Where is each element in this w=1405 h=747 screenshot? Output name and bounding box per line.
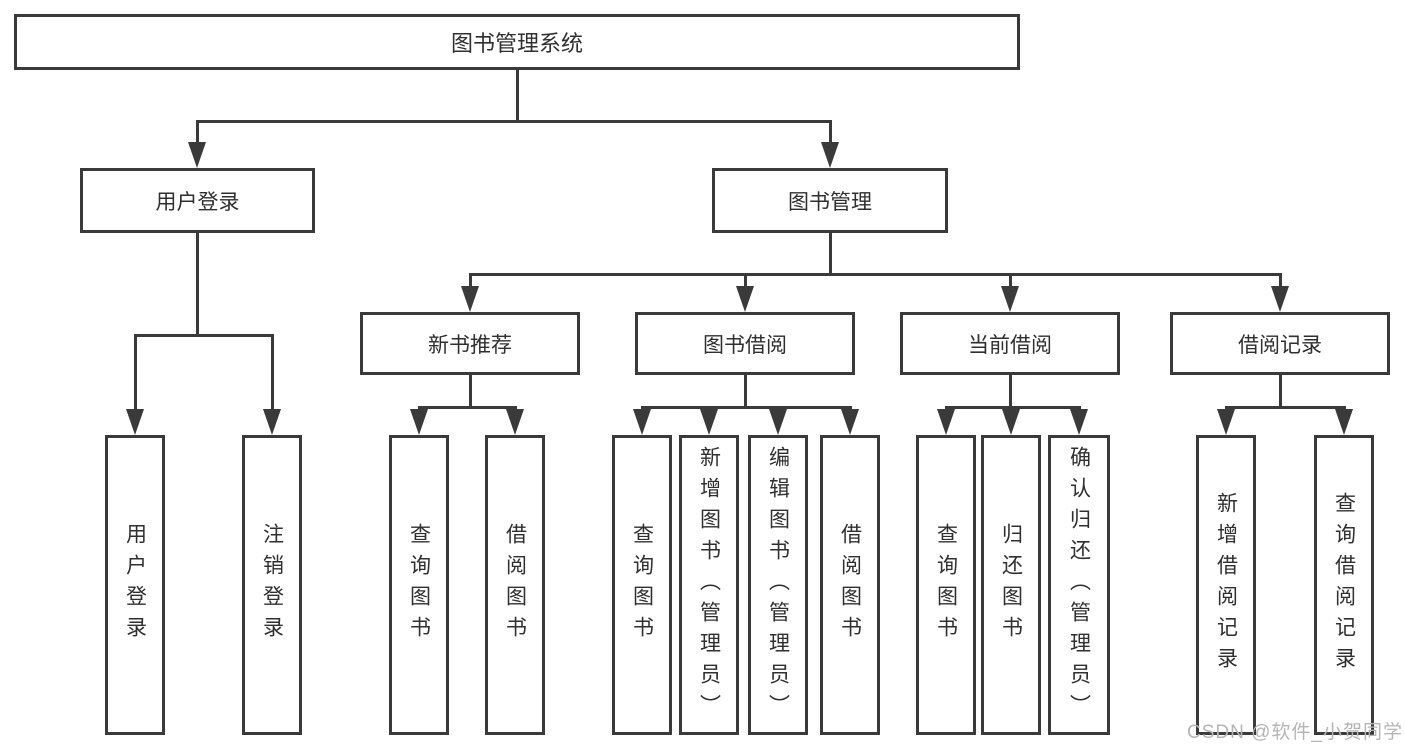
leaf-recommend-query-books-label: 查询图书: [407, 523, 431, 647]
node-user-login-label: 用户登录: [155, 190, 240, 214]
edge-new-book-recommend-branch: [419, 406, 517, 409]
leaf-add-books-admin-label: 新增图书（管理员）: [697, 445, 721, 725]
node-book-mgmt-label: 图书管理: [788, 190, 872, 214]
edge-root-to-user-login-shaft: [196, 120, 199, 146]
edge-to-borrow-records-shaft: [1279, 273, 1282, 289]
node-borrow-records: 借阅记录: [1170, 312, 1390, 375]
leaf-edit-books-admin: 编辑图书（管理员）: [748, 435, 808, 735]
leaf-user-login-label: 用户登录: [123, 523, 147, 647]
edge-borrow-records-branch: [1226, 406, 1345, 409]
node-book-borrow: 图书借阅: [635, 312, 855, 375]
node-new-book-recommend: 新书推荐: [360, 312, 580, 375]
arrowhead-user-login: [188, 142, 206, 168]
node-book-mgmt: 图书管理: [712, 168, 948, 233]
edge-to-leaf-user-login-shaft: [134, 334, 137, 412]
arrowhead-leaf-borrow-books: [841, 409, 859, 435]
edge-book-borrow-branch: [642, 406, 851, 409]
leaf-recommend-borrow-books: 借阅图书: [485, 435, 545, 735]
node-book-borrow-label: 图书借阅: [703, 333, 787, 357]
edge-to-book-borrow-shaft: [744, 273, 747, 289]
arrowhead-leaf-user-login: [126, 409, 144, 435]
edge-book-mgmt-branch: [470, 273, 1281, 276]
leaf-add-borrow-record-label: 新增借阅记录: [1214, 492, 1238, 678]
arrowhead-book-mgmt: [821, 142, 839, 168]
leaf-borrow-books: 借阅图书: [820, 435, 880, 735]
edge-root-branch: [197, 120, 832, 123]
leaf-recommend-borrow-books-label: 借阅图书: [503, 523, 527, 647]
leaf-add-borrow-record: 新增借阅记录: [1196, 435, 1256, 735]
arrowhead-leaf-current-query: [937, 409, 955, 435]
edge-borrow-records-stem: [1279, 375, 1282, 408]
node-new-book-recommend-label: 新书推荐: [428, 333, 512, 357]
leaf-query-borrow-record-label: 查询借阅记录: [1332, 492, 1356, 678]
node-borrow-records-label: 借阅记录: [1238, 333, 1322, 357]
arrowhead-leaf-add-record: [1217, 409, 1235, 435]
leaf-confirm-return-admin: 确认归还（管理员）: [1048, 435, 1110, 735]
leaf-borrow-query-books-label: 查询图书: [630, 523, 654, 647]
edge-to-current-borrow-shaft: [1009, 273, 1012, 289]
leaf-current-query-books: 查询图书: [916, 435, 976, 735]
edge-current-borrow-stem: [1009, 375, 1012, 408]
watermark: CSDN @软件_小贺同学: [1187, 722, 1403, 743]
edge-root-to-book-mgmt-shaft: [829, 120, 832, 146]
edge-user-login-stem: [196, 233, 199, 337]
edge-to-new-book-recommend-shaft: [469, 273, 472, 289]
arrowhead-leaf-logout: [263, 409, 281, 435]
leaf-confirm-return-admin-label: 确认归还（管理员）: [1067, 445, 1091, 725]
leaf-recommend-query-books: 查询图书: [389, 435, 449, 735]
arrowhead-current-borrow: [1001, 286, 1019, 312]
arrowhead-leaf-edit-books: [769, 409, 787, 435]
arrowhead-leaf-return-books: [1002, 409, 1020, 435]
arrowhead-new-book-recommend: [461, 286, 479, 312]
edge-book-borrow-stem: [744, 375, 747, 408]
edge-new-book-recommend-stem: [469, 375, 472, 408]
leaf-query-borrow-record: 查询借阅记录: [1314, 435, 1374, 735]
edge-book-mgmt-stem: [829, 233, 832, 276]
node-current-borrow: 当前借阅: [900, 312, 1120, 375]
node-root: 图书管理系统: [14, 14, 1020, 70]
edge-to-leaf-logout-shaft: [271, 334, 274, 412]
leaf-logout: 注销登录: [242, 435, 302, 735]
leaf-borrow-query-books: 查询图书: [612, 435, 672, 735]
leaf-edit-books-admin-label: 编辑图书（管理员）: [766, 445, 790, 725]
node-current-borrow-label: 当前借阅: [968, 333, 1052, 357]
leaf-return-books: 归还图书: [981, 435, 1041, 735]
arrowhead-leaf-recommend-borrow: [506, 409, 524, 435]
arrowhead-leaf-confirm-return: [1070, 409, 1088, 435]
node-user-login: 用户登录: [80, 168, 315, 233]
leaf-logout-label: 注销登录: [260, 523, 284, 647]
edge-user-login-branch: [135, 334, 274, 337]
arrowhead-leaf-recommend-query: [410, 409, 428, 435]
leaf-user-login: 用户登录: [105, 435, 165, 735]
leaf-return-books-label: 归还图书: [999, 523, 1023, 647]
leaf-add-books-admin: 新增图书（管理员）: [679, 435, 739, 735]
node-root-label: 图书管理系统: [450, 31, 583, 56]
leaf-borrow-books-label: 借阅图书: [838, 523, 862, 647]
arrowhead-leaf-borrow-query: [633, 409, 651, 435]
arrowhead-book-borrow: [736, 286, 754, 312]
edge-root-stem: [516, 70, 519, 123]
leaf-current-query-books-label: 查询图书: [934, 523, 958, 647]
arrowhead-leaf-query-record: [1335, 409, 1353, 435]
arrowhead-borrow-records: [1271, 286, 1289, 312]
arrowhead-leaf-add-books: [700, 409, 718, 435]
